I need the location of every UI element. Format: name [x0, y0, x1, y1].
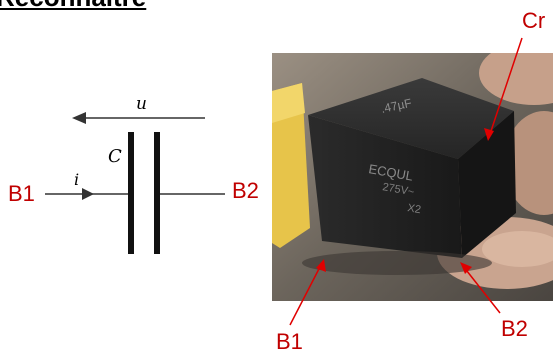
arrowhead-b1 — [316, 259, 326, 272]
capacitor-photo: .47µF ECQUL 275V~ X2 — [272, 53, 553, 301]
schematic-label-b2: B2 — [232, 178, 259, 203]
marking-value: .47µF — [380, 96, 413, 116]
arrow-to-b2 — [462, 265, 501, 314]
photo-label-b1: B1 — [276, 329, 303, 354]
photo-label-cr: Cr — [522, 8, 546, 33]
arrowhead-b2 — [460, 262, 472, 274]
component-symbol: C — [108, 146, 122, 167]
current-symbol: i — [74, 170, 80, 189]
schematic-label-b1: B1 — [8, 181, 35, 206]
marking-voltage: 275V~ — [381, 181, 415, 198]
arrow-to-body — [488, 37, 523, 138]
current-arrowhead — [82, 188, 94, 200]
marking-class: X2 — [406, 202, 421, 216]
arrowhead-body — [484, 128, 494, 141]
voltage-arrowhead — [72, 112, 86, 124]
capacitor-plate-right — [154, 132, 160, 254]
voltage-symbol: u — [136, 94, 147, 114]
page-title: Reconnaître — [0, 0, 146, 13]
capacitor-plate-left — [128, 132, 134, 254]
photo-label-b2: B2 — [501, 316, 528, 341]
arrow-to-b1 — [289, 262, 323, 326]
